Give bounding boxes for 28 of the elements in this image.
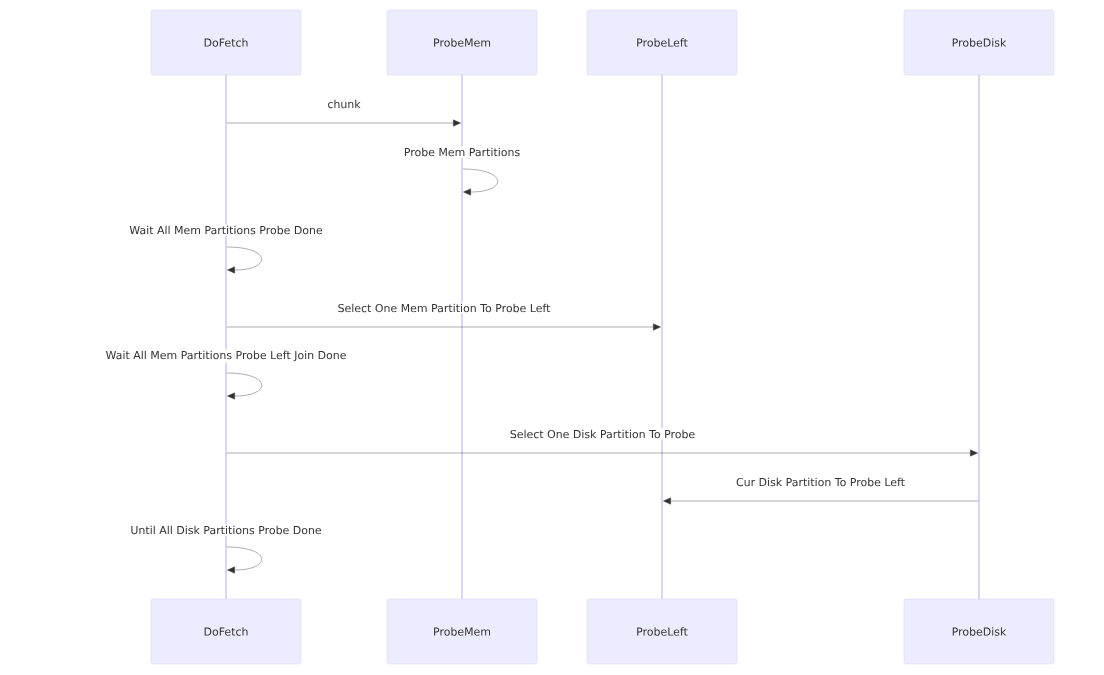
lifeline (978, 75, 980, 599)
message-arrow (226, 449, 978, 457)
actor-box: DoFetch (150, 9, 302, 76)
self-arrow (462, 168, 498, 196)
message-label: Select One Disk Partition To Probe (508, 428, 697, 440)
actor-box: ProbeMem (386, 598, 538, 665)
actor-box: ProbeLeft (586, 9, 738, 76)
actor-box: ProbeDisk (903, 598, 1055, 665)
actor-box: ProbeDisk (903, 9, 1055, 76)
message-arrow (226, 119, 461, 127)
self-arrow (226, 372, 262, 400)
message-label: Wait All Mem Partitions Probe Done (127, 224, 325, 236)
lifeline (461, 75, 463, 599)
message-arrow (663, 497, 979, 505)
message-label: Cur Disk Partition To Probe Left (734, 476, 907, 488)
message-label: chunk (325, 98, 363, 110)
actor-box: ProbeLeft (586, 598, 738, 665)
message-label: Wait All Mem Partitions Probe Left Join Done (104, 349, 348, 363)
message-arrow (226, 323, 661, 331)
actor-box: DoFetch (150, 598, 302, 665)
message-label: Probe Mem Partitions (402, 146, 522, 158)
lifeline (661, 75, 663, 599)
message-label: Until All Disk Partitions Probe Done (128, 524, 324, 536)
lifeline (225, 75, 227, 599)
actor-box: ProbeMem (386, 9, 538, 76)
self-arrow (226, 246, 262, 274)
message-label: Select One Mem Partition To Probe Left (336, 302, 552, 314)
self-arrow (226, 546, 262, 574)
